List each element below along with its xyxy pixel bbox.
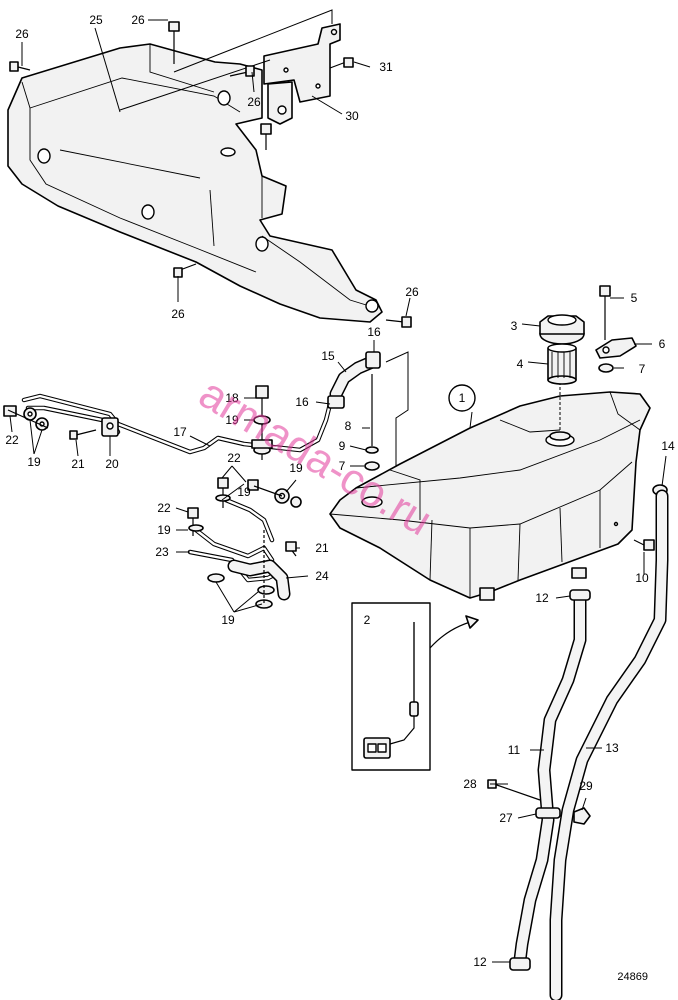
callout-24: 24 [315,569,329,583]
callout-labels: 1 2 3 4 5 6 7 7 8 9 10 11 12 12 13 14 15… [5,13,675,969]
callout-7a: 7 [639,362,646,376]
callout-11: 11 [508,743,521,757]
tank-1 [329,382,651,601]
callout-19a: 19 [225,413,239,427]
callout-22c: 22 [157,501,171,515]
callout-26e: 26 [405,285,419,299]
callout-30: 30 [345,109,359,123]
callout-7b: 7 [339,459,346,473]
callout-19b: 19 [27,455,41,469]
hoses [487,489,669,1000]
cover-bolts [9,21,412,328]
callout-27: 27 [499,811,513,825]
cap-3 [539,314,585,345]
hose-15 [327,351,409,474]
callout-18: 18 [225,391,239,405]
callout-4: 4 [517,357,524,371]
callout-3: 3 [511,319,518,333]
callout-circle-1 [448,384,476,412]
callout-15: 15 [321,349,335,363]
callout-28: 28 [463,777,477,791]
callout-16b: 16 [295,395,309,409]
callout-19c: 19 [289,461,303,475]
callout-19f: 19 [221,613,235,627]
callout-14: 14 [661,439,675,453]
callout-26c: 26 [247,95,261,109]
callout-6: 6 [659,337,666,351]
callout-19d: 19 [237,485,251,499]
callout-22a: 22 [5,433,19,447]
leader-lines [9,19,667,963]
callout-8: 8 [345,419,352,433]
callout-26d: 26 [171,307,185,321]
callout-12b: 12 [473,955,487,969]
callout-5: 5 [631,291,638,305]
callout-9: 9 [339,439,346,453]
callout-16a: 16 [367,325,381,339]
bolt-5 [599,285,611,340]
bracket-6 [595,337,637,359]
callout-26b: 26 [15,27,29,41]
washer-7 [598,363,614,373]
callout-1: 1 [459,391,466,405]
inset-sensor-2 [351,602,479,771]
callout-13: 13 [605,741,619,755]
callout-10: 10 [635,571,649,585]
bolt-10 [633,539,655,551]
filter-4 [547,343,577,385]
callout-12a: 12 [535,591,549,605]
callout-20: 20 [105,457,119,471]
callout-23: 23 [155,545,169,559]
callout-31: 31 [379,60,393,74]
callout-22b: 22 [227,451,241,465]
figure-number: 24869 [617,971,648,983]
callout-19e: 19 [157,523,171,537]
callout-2: 2 [364,613,371,627]
callout-26a: 26 [131,13,145,27]
callout-29: 29 [579,779,593,793]
callout-21b: 21 [315,541,329,555]
manifold-assembly [187,477,302,609]
callout-25: 25 [89,13,103,27]
pipe-assembly [3,385,333,460]
callout-21a: 21 [71,457,85,471]
bracket-30 [119,9,341,125]
callout-17: 17 [173,425,187,439]
